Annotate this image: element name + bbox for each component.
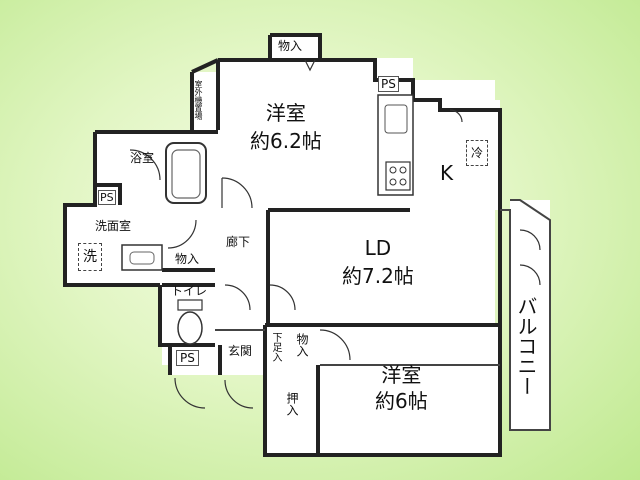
ld-size: 約7.2帖 (342, 264, 414, 288)
kitchen-label: K (440, 161, 454, 185)
fridge-label: 冷 (466, 140, 489, 166)
washer-label: 洗 (78, 243, 102, 271)
western-room-1-label: 洋室 約6.2帖 (250, 103, 322, 151)
ps-bath-badge: PS (98, 190, 116, 205)
storage-hall-label: 物入 (175, 252, 200, 266)
oshiire-label: 押入 (285, 392, 299, 416)
outdoor-unit-label: 室外機置場 (194, 80, 203, 120)
ld-label: LD 約7.2帖 (342, 238, 414, 286)
toilet-bowl (177, 311, 203, 345)
ps-entrance-badge: PS (176, 350, 199, 366)
western-room-1-name: 洋室 (265, 101, 306, 125)
western-room-2-name: 洋室 (381, 363, 422, 387)
sink (121, 244, 163, 271)
ps-kitchen-badge: PS (378, 76, 399, 92)
washroom-label: 洗面室 (95, 219, 132, 233)
corridor-label: 廊下 (226, 235, 251, 249)
stove (385, 161, 411, 191)
bathtub (165, 142, 207, 204)
storage-entry-label: 物入 (295, 333, 309, 357)
western-room-2-label: 洋室 約6帖 (375, 365, 428, 411)
western-room-2-size: 約6帖 (375, 389, 428, 413)
bath-label: 浴室 (130, 151, 155, 165)
shoebox-label: 下足入 (270, 332, 281, 362)
western-room-1-size: 約6.2帖 (250, 129, 322, 153)
entrance-label: 玄関 (228, 344, 253, 358)
storage-top-label: 物入 (278, 39, 303, 53)
balcony-label: バルコニー (514, 296, 538, 396)
toilet-label: トイレ (171, 284, 208, 298)
ld-name: LD (364, 236, 392, 260)
